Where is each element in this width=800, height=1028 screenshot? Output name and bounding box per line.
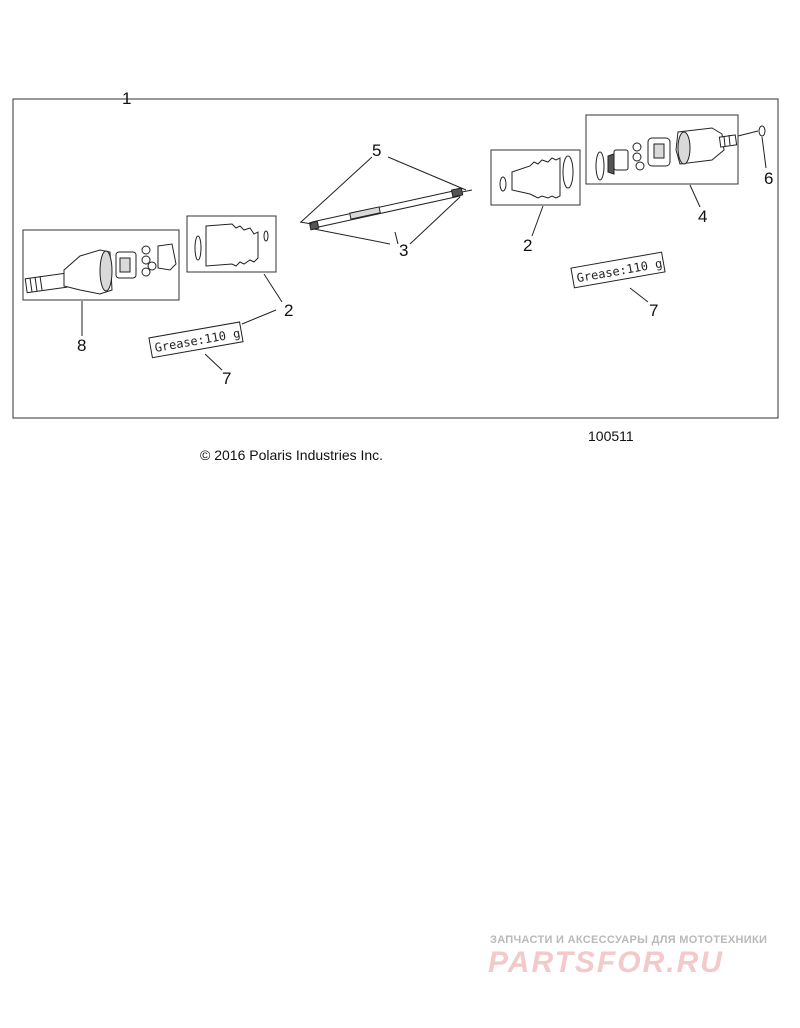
outer-cv-joint-box	[22, 229, 180, 301]
callout-2-right: 2	[523, 236, 532, 255]
grease-packet-left: Grease:110 g	[148, 321, 244, 359]
outer-cv-housing	[63, 249, 113, 295]
assembly-frame	[12, 98, 779, 419]
boot-kit-left-group	[186, 215, 277, 273]
leader-lines	[81, 130, 767, 371]
boot-right	[511, 157, 561, 199]
callout-2-left: 2	[284, 301, 293, 320]
inner-cv-joint-box	[585, 114, 739, 185]
callout-6: 6	[764, 169, 773, 188]
callout-7-right: 7	[649, 301, 658, 320]
parts-diagram: Grease:110 g Grease:110 g	[12, 89, 779, 419]
boot-kit-right-group	[490, 149, 581, 206]
diagram-number: 100511	[588, 428, 634, 444]
half-shaft	[311, 189, 461, 229]
boot-kit-left-box	[186, 215, 277, 273]
callout-1: 1	[122, 89, 131, 108]
callout-5: 5	[372, 141, 381, 160]
watermark-brand: PARTSFOR.RU	[488, 946, 724, 979]
callout-8: 8	[77, 336, 86, 355]
grease-packet-right: Grease:110 g	[570, 251, 666, 289]
callout-4: 4	[698, 207, 707, 226]
half-shaft-group	[299, 187, 473, 231]
outer-cv-race	[157, 243, 177, 271]
outer-cv-joint-group	[22, 229, 180, 301]
copyright-notice: © 2016 Polaris Industries Inc.	[200, 447, 384, 463]
inner-cv-joint-group	[585, 114, 739, 185]
callout-3: 3	[399, 241, 408, 260]
circlip	[758, 125, 766, 137]
boot-kit-right-box	[490, 149, 581, 206]
watermark-tagline: ЗАПЧАСТИ И АКСЕССУАРЫ ДЛЯ МОТОТЕХНИКИ	[490, 934, 768, 946]
boot-left	[205, 223, 259, 267]
callout-7-left: 7	[222, 369, 231, 388]
